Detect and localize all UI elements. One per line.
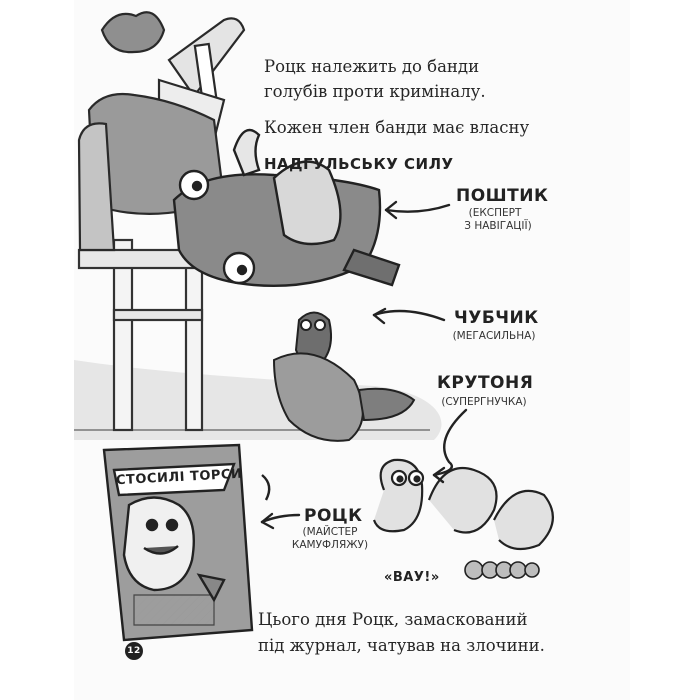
label-rotsk-name: РОЦК [304, 506, 363, 526]
pointer-arrows [260, 200, 468, 530]
arrow-chubchyk [372, 309, 446, 322]
label-rotsk-desc-1: (МАЙСТЕР [302, 526, 358, 538]
magazine-rotsk [102, 443, 271, 642]
intro-power: НАДГУЛЬСЬКУ СИЛУ [264, 155, 454, 173]
exclaim-wow: «ВАУ!» [384, 570, 440, 585]
label-krutonia-name: КРУТОНЯ [437, 373, 534, 393]
intro-line-2: голубів проти криміналу. [264, 82, 486, 101]
pigeon-krutonia [372, 458, 554, 551]
label-chubchyk-name: ЧУБЧИК [454, 308, 539, 328]
page-number-badge [125, 642, 143, 660]
arrow-poshtyk [384, 203, 451, 213]
label-poshtyk-desc-2: З НАВІГАЦІЇ) [464, 220, 532, 232]
label-poshtyk-name: ПОШТИК [456, 186, 549, 206]
label-rotsk-desc-2: КАМУФЛЯЖУ) [291, 539, 369, 551]
intro-line-3: Кожен член банди має власну [264, 118, 530, 137]
caption-line-2: під журнал, чатував на злочини. [258, 636, 545, 655]
pigeon-poshtyk [172, 128, 401, 288]
comic-illustration [74, 11, 554, 660]
label-krutonia-desc: (СУПЕРГНУЧКА) [441, 396, 527, 408]
pigeon-chubchyk [272, 311, 416, 442]
caption-line-1: Цього дня Роцк, замаскований [258, 610, 528, 629]
arrow-krutonia [432, 408, 468, 477]
intro-line-1: Роцк належить до банди [264, 57, 480, 76]
label-poshtyk-desc-1: (ЕКСПЕРТ [468, 207, 522, 219]
label-chubchyk-desc: (МЕГАСИЛЬНА) [452, 330, 536, 342]
page-number: 12 [127, 646, 141, 656]
book-page: Роцк належить до банди голубів проти кри… [74, 0, 630, 700]
caterpillar [464, 560, 540, 580]
